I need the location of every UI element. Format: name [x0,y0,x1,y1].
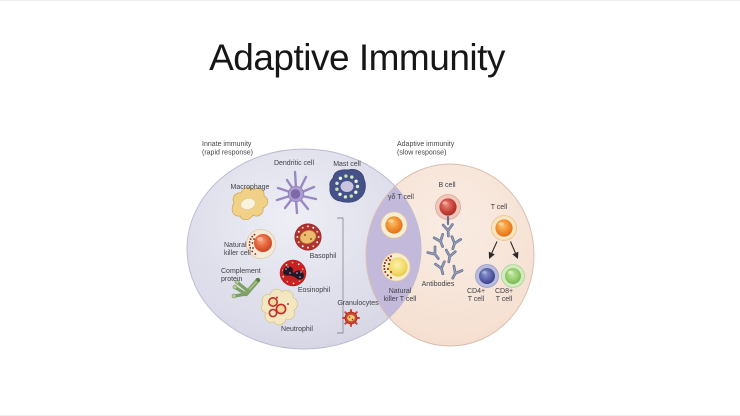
innate-circle-outline [186,148,422,350]
cd8-t-cell-icon [501,264,525,288]
basophil-label: Basophil [310,253,337,260]
eosinophil-icon [279,259,307,287]
cd4-t-cell-label-line2: T cell [468,296,485,303]
complement-protein-label-line2: protein [221,276,243,283]
granulocytes-bracket [337,217,344,334]
dendritic-cell-icon [275,170,318,215]
t-cell-icon [491,215,517,241]
mast-cell-label: Mast cell [333,161,361,168]
granulocytes-label: Granulocytes [337,300,379,307]
neutrophil-label: Neutrophil [281,326,313,333]
complement-protein-label-line1: Complement [221,268,261,275]
cd8-t-cell-label-line1: CD8+ [495,288,513,295]
innate-subtitle: (rapid response) [202,150,253,157]
natural-killer-cell-icon [246,229,276,259]
eosinophil-label: Eosinophil [298,287,331,294]
neutrophil-icon [260,288,299,326]
adaptive-circle-outline [365,163,535,347]
natural-killer-t-cell-label-line1: Natural [389,288,412,295]
granulocyte-icon [342,309,360,327]
adaptive-subtitle: (slow response) [397,150,446,157]
gamma-delta-t-cell-icon [380,211,408,239]
natural-killer-t-cell-label-line2: killer T cell [384,296,417,303]
basophil-icon [294,223,322,251]
macrophage-label: Macrophage [231,184,270,191]
gamma-delta-t-cell-label: γδ T cell [388,194,414,201]
t-cell-label: T cell [491,204,508,211]
macrophage-icon [231,187,269,221]
dendritic-cell-label: Dendritic cell [274,160,315,167]
adaptive-title: Adaptive immunity [397,141,455,148]
antibodies-label: Antibodies [422,281,455,288]
cd4-t-cell-icon [475,264,499,288]
antibodies-icon [426,215,464,282]
immunity-venn-diagram: Innate immunity (rapid response) Adaptiv… [186,141,535,350]
innate-title: Innate immunity [202,141,252,148]
cd4-t-cell-label-line1: CD4+ [467,288,485,295]
complement-protein-icon [231,277,261,299]
b-cell-label: B cell [438,182,456,189]
slide-title: Adaptive Immunity [209,37,505,78]
mast-cell-icon [329,169,366,203]
natural-killer-cell-label-line2: killer cell [224,250,251,257]
t-cell-to-cd8-arrow [509,241,519,260]
cd8-t-cell-label-line2: T cell [496,296,513,303]
t-cell-to-cd4-arrow [488,241,498,260]
natural-killer-t-cell-icon [381,252,411,282]
b-cell-icon [435,194,461,220]
natural-killer-cell-label-line1: Natural [224,242,247,249]
